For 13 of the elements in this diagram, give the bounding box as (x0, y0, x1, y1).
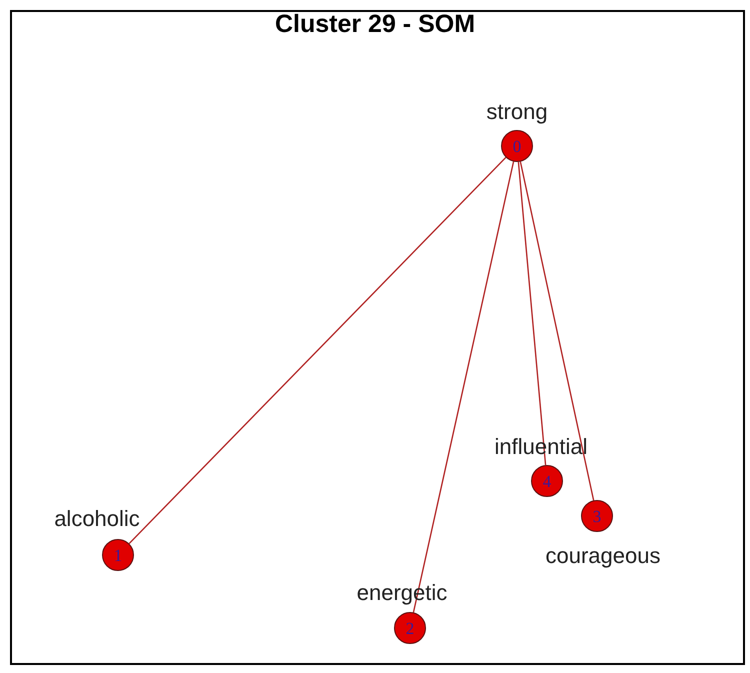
vertex-label: alcoholic (54, 506, 140, 532)
vertex-number: 2 (406, 620, 414, 636)
vertex-label: courageous (546, 543, 660, 569)
vertex-number: 1 (114, 546, 122, 564)
vertex-label: strong (486, 99, 548, 125)
vertex-number: 3 (592, 508, 602, 524)
vertex-number: 4 (542, 472, 552, 490)
edge-line (518, 162, 546, 466)
chart-title: Cluster 29 - SOM (274, 10, 476, 38)
vertex-number: 0 (512, 138, 522, 154)
edge-line (412, 161, 514, 613)
edge-line (128, 157, 506, 544)
edge-line (520, 162, 594, 500)
